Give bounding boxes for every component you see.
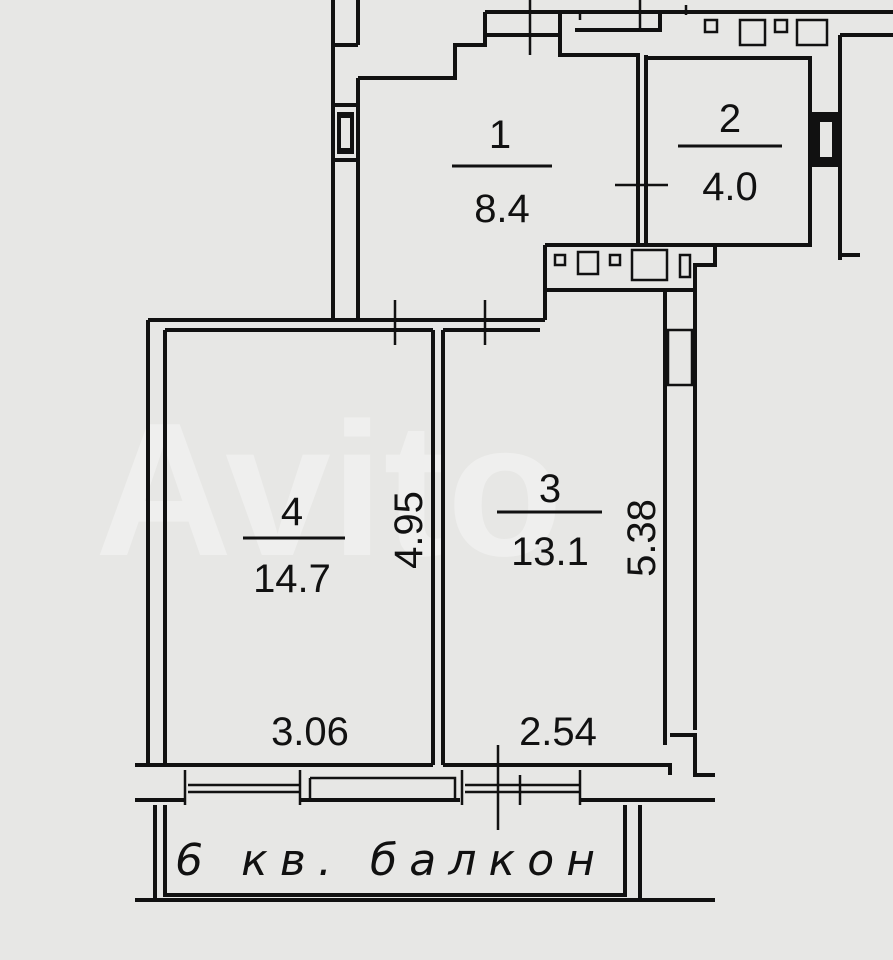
room-2-label: 2 4.0 [678, 97, 782, 209]
room4-length-dimension: 4.95 [387, 491, 431, 569]
room-area: 4.0 [702, 165, 758, 209]
watermark: Avito [95, 384, 563, 596]
room3-length-dimension: 5.38 [620, 499, 664, 577]
room3-width-dimension: 2.54 [519, 710, 597, 754]
room-area: 13.1 [511, 530, 589, 574]
room-number: 1 [489, 113, 511, 157]
room4-width-dimension: 3.06 [271, 710, 349, 754]
room-1-label: 1 8.4 [452, 113, 552, 231]
room-4-label: 4 14.7 [243, 490, 345, 601]
walls [135, 0, 893, 902]
window-left [331, 103, 360, 162]
room-number: 3 [539, 467, 561, 511]
room-area: 14.7 [253, 557, 331, 601]
room-area: 8.4 [474, 187, 530, 231]
room-number: 4 [281, 490, 303, 534]
room-3-label: 3 13.1 [497, 467, 602, 574]
handwritten-balcony-note: 6 кв. балкон [175, 835, 595, 886]
room-number: 2 [719, 97, 741, 141]
